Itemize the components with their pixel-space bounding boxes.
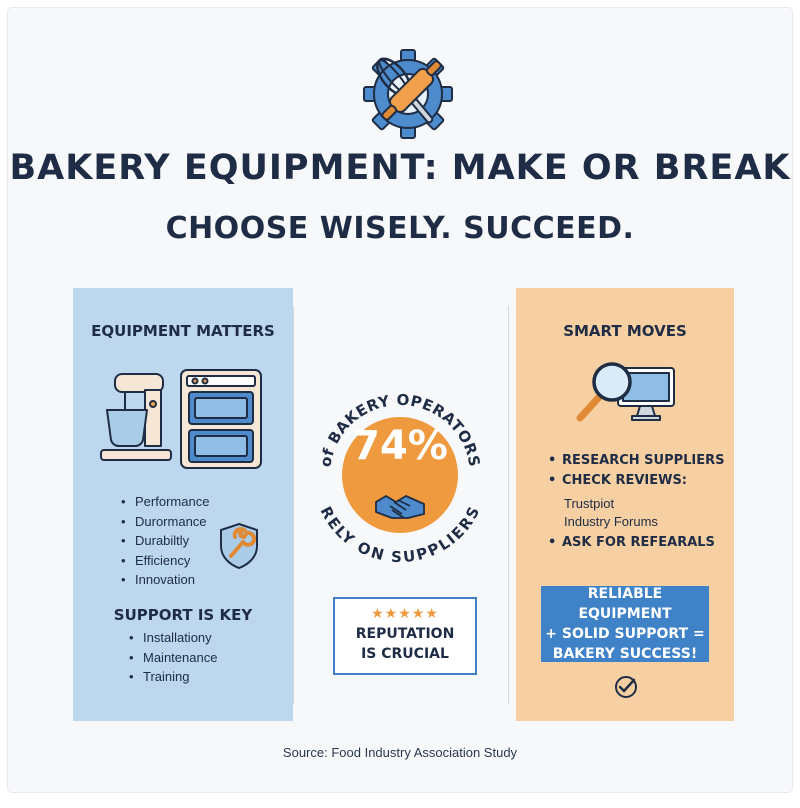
review-source: Industry Forums [564, 514, 658, 529]
shield-wrench-icon [220, 522, 258, 570]
callout-line1: RELIABLE EQUIPMENT [578, 586, 672, 622]
list-item: Maintenance [129, 648, 217, 668]
stat-value: 74% [352, 423, 448, 469]
equipment-matters-panel: EQUIPMENT MATTERS [73, 288, 293, 721]
gear-whisk-rolling-pin-icon [363, 49, 453, 139]
list-item: Innovation [121, 570, 209, 590]
stat-badge: of BAKERY OPERATORS RELY ON SUPPLIERS [316, 391, 483, 567]
handshake-icon [375, 495, 425, 519]
smart-moves-heading: SMART MOVES [563, 322, 687, 340]
list-item: RESEARCH SUPPLIERS [548, 451, 725, 471]
reputation-box: ★★★★★ REPUTATION IS CRUCIAL [333, 597, 477, 675]
rating-stars: ★★★★★ [371, 605, 439, 621]
qualities-list: Performance Durormance Durabiltly Effici… [121, 492, 209, 590]
equipment-matters-heading: EQUIPMENT MATTERS [91, 322, 275, 340]
infographic: BAKERY EQUIPMENT: MAKE OR BREAK CHOOSE W… [8, 8, 792, 792]
list-item: Training [129, 667, 217, 687]
check-circle-icon [615, 676, 637, 698]
page-subtitle: CHOOSE WISELY. SUCCEED. [165, 211, 635, 246]
review-sources: Trustpiot Industry Forums [550, 495, 658, 531]
page-title: BAKERY EQUIPMENT: MAKE OR BREAK [9, 148, 791, 188]
list-item: CHECK REVIEWS: [548, 471, 725, 491]
list-item: Durormance [121, 512, 209, 532]
smart-moves-list: RESEARCH SUPPLIERS CHECK REVIEWS: [548, 451, 725, 490]
list-item: Performance [121, 492, 209, 512]
list-item: Installationy [129, 628, 217, 648]
list-item: ASK FOR REFEARALS [548, 533, 715, 553]
magnifier-monitor-icon [576, 362, 675, 422]
success-callout: RELIABLE EQUIPMENT + SOLID SUPPORT = BAK… [541, 586, 709, 662]
support-list: Installationy Maintenance Training [129, 628, 217, 687]
smart-moves-list-2: ASK FOR REFEARALS [548, 533, 715, 553]
review-source: Trustpiot [564, 496, 615, 511]
list-item: Durabiltly [121, 531, 209, 551]
callout-line3: BAKERY SUCCESS! [552, 646, 698, 662]
reputation-line2: IS CRUCIAL [361, 646, 449, 662]
divider [293, 306, 294, 704]
support-heading: SUPPORT IS KEY [113, 606, 253, 624]
divider [508, 306, 509, 704]
mixer-and-oven-icon [100, 369, 262, 469]
callout-line2: + SOLID SUPPORT = [545, 626, 705, 642]
reputation-line1: REPUTATION [355, 626, 455, 642]
list-item: Efficiency [121, 551, 209, 571]
source-note: Source: Food Industry Association Study [282, 745, 518, 760]
